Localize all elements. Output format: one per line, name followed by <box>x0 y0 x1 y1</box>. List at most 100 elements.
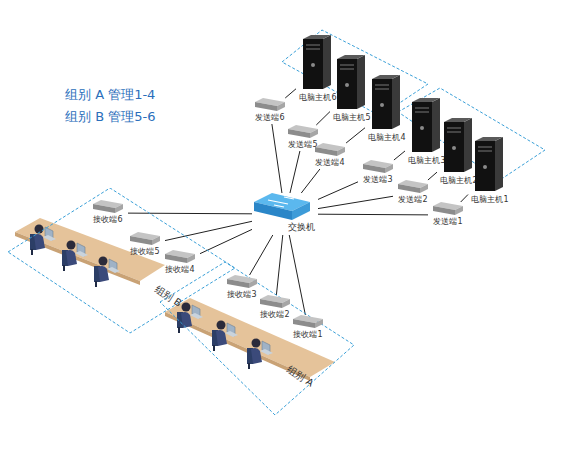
node-label: 发送端3 <box>358 175 398 185</box>
computer-host: 电脑主机6 <box>296 35 340 105</box>
group-border <box>160 262 354 415</box>
tower-front <box>337 59 357 109</box>
node-label: 接收端3 <box>222 290 262 300</box>
person <box>212 321 238 352</box>
drive-bay <box>306 44 320 46</box>
drive-bay <box>340 68 354 70</box>
tower-top <box>303 35 331 39</box>
tower-logo <box>380 103 384 107</box>
node-label: 电脑主机5 <box>330 113 374 123</box>
connector-line <box>301 169 320 193</box>
tower-side <box>432 98 440 152</box>
node-label: 发送端1 <box>428 217 468 227</box>
node-label: 电脑主机2 <box>437 176 481 186</box>
tower-side <box>323 35 331 89</box>
connector-line <box>272 124 282 193</box>
node-label: 交换机 <box>288 222 315 232</box>
computer-host: 电脑主机1 <box>468 137 512 207</box>
node-label: 接收端5 <box>125 247 165 257</box>
connector-line <box>165 221 252 240</box>
device-icon <box>165 250 195 263</box>
device-icon <box>398 180 428 193</box>
drive-bay <box>478 150 492 152</box>
tower-logo <box>483 165 487 169</box>
device-icon <box>433 202 463 215</box>
extender-box: 发送端6 <box>250 98 290 124</box>
computer-host: 电脑主机3 <box>405 98 449 168</box>
connector-line <box>289 235 305 315</box>
drive-bay <box>447 131 461 133</box>
device-side <box>310 129 318 138</box>
device-icon <box>260 295 290 308</box>
node-label: 电脑主机6 <box>296 93 340 103</box>
tower-front <box>372 79 392 129</box>
tower-front <box>444 122 464 172</box>
tower-top <box>475 137 503 141</box>
tower-icon <box>303 35 333 91</box>
switch-side <box>292 202 310 220</box>
computer-host: 电脑主机2 <box>437 118 481 188</box>
extender-box: 接收端6 <box>88 200 128 226</box>
tower-logo <box>311 63 315 67</box>
tower-front <box>475 141 495 191</box>
device-front <box>227 279 249 288</box>
node-label: 接收端1 <box>288 330 328 340</box>
connector-line <box>394 151 405 160</box>
extender-box: 接收端3 <box>222 275 262 301</box>
connector-line <box>461 195 468 202</box>
device-front <box>93 204 115 213</box>
device-front <box>288 129 310 138</box>
device-side <box>282 299 290 308</box>
desk <box>15 218 165 281</box>
device-front <box>293 319 315 328</box>
switch-arrow <box>278 202 288 204</box>
device-front <box>398 184 420 193</box>
drive-bay <box>340 64 354 66</box>
node-label: 接收端4 <box>160 265 200 275</box>
extender-box: 发送端4 <box>310 143 350 169</box>
connector-line <box>290 151 300 193</box>
tower-logo <box>345 83 349 87</box>
connector-line <box>128 213 252 215</box>
person <box>177 303 203 334</box>
tower-top <box>444 118 472 122</box>
device-side <box>115 204 123 213</box>
node-label: 发送端4 <box>310 158 350 168</box>
node-label: 电脑主机3 <box>405 156 449 166</box>
desk <box>165 298 335 377</box>
node-label: 电脑主机1 <box>468 195 512 205</box>
device-icon <box>363 160 393 173</box>
tower-side <box>392 75 400 129</box>
device-front <box>130 236 152 245</box>
connector-line <box>318 182 358 200</box>
device-front <box>260 299 282 308</box>
device-front <box>363 164 385 173</box>
group-outline <box>158 262 356 416</box>
tower-top <box>372 75 400 79</box>
network-switch: 交换机 <box>252 193 318 235</box>
note-label: 组别 A 管理1-4 <box>65 87 155 103</box>
drive-bay <box>306 48 320 50</box>
tower-front <box>303 39 323 89</box>
device-side <box>277 102 285 111</box>
switch-arrow <box>268 200 278 202</box>
switch-arrow <box>274 205 284 207</box>
tower-icon <box>372 75 402 131</box>
device-front <box>315 147 337 156</box>
tower-icon <box>337 55 367 111</box>
tower-side <box>464 118 472 172</box>
group-label: 组别 A <box>285 364 316 389</box>
connector-line <box>276 235 282 295</box>
extender-box: 接收端5 <box>125 232 165 258</box>
group-area: 组别 A接收端3接收端2接收端1 <box>158 262 356 416</box>
host-group-outline <box>282 30 428 116</box>
device-side <box>249 279 257 288</box>
device-front <box>255 102 277 111</box>
extender-box: 发送端2 <box>393 180 433 206</box>
node-label: 电脑主机4 <box>365 133 409 143</box>
computer-host: 电脑主机5 <box>330 55 374 125</box>
device-icon <box>130 232 160 245</box>
tower-logo <box>420 126 424 130</box>
group-area: 组别 B接收端6接收端5接收端4 <box>8 188 236 334</box>
